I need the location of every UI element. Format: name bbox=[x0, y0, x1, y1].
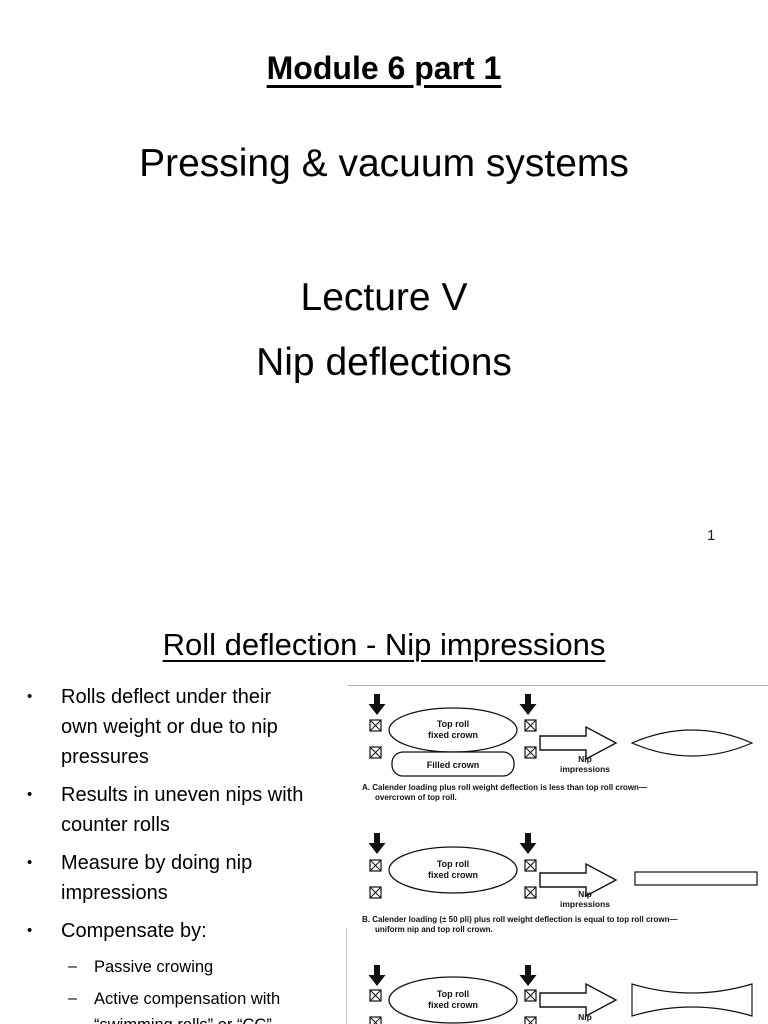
top-roll-label: Top roll bbox=[437, 859, 469, 869]
down-arrow-icon bbox=[519, 694, 537, 715]
list-item: • Compensate by: bbox=[20, 916, 352, 946]
down-arrow-icon bbox=[519, 833, 537, 854]
bearing-icon bbox=[369, 859, 382, 872]
figure-caption-a: A. Calender loading plus roll weight def… bbox=[362, 783, 647, 802]
bullet-list: • Rolls deflect under their own weight o… bbox=[20, 682, 352, 1024]
list-item: • Measure by doing nip impressions bbox=[20, 848, 352, 908]
bullet-marker: • bbox=[27, 786, 33, 803]
nip-impressions-figure: Top roll fixed crown Filled crown Nip im… bbox=[348, 685, 768, 1024]
nip-impressions-label: Nip bbox=[578, 889, 592, 899]
sub-bullet-text: Active compensation with “swimming rolls… bbox=[94, 990, 281, 1024]
overcrown-nip-shape bbox=[631, 983, 753, 1017]
bullet-text: Rolls deflect under their own weight or … bbox=[61, 686, 278, 768]
bottom-roll-label: Filled crown bbox=[427, 760, 480, 770]
down-arrow-icon bbox=[519, 965, 537, 986]
top-roll-label: fixed crown bbox=[428, 870, 478, 880]
nip-impressions-label: Nip bbox=[578, 754, 592, 764]
slide1-topic-line: Nip deflections bbox=[256, 341, 512, 384]
top-roll-shape bbox=[388, 976, 518, 1024]
bearing-icon bbox=[524, 1016, 537, 1024]
nip-impressions-label: impressions bbox=[560, 899, 610, 909]
bearing-icon bbox=[369, 746, 382, 759]
list-item: • Results in uneven nips with counter ro… bbox=[20, 780, 352, 840]
slide1-title: Module 6 part 1 bbox=[266, 50, 502, 86]
bearing-icon bbox=[369, 989, 382, 1002]
figure-caption-b: B. Calender loading (± 50 pli) plus roll… bbox=[362, 915, 678, 934]
slide1-subtitle: Pressing & vacuum systems bbox=[139, 142, 629, 185]
nip-impression-lens-shape bbox=[630, 729, 754, 757]
bearing-icon bbox=[524, 859, 537, 872]
diagram-a: Top roll fixed crown Filled crown Nip im… bbox=[368, 694, 754, 777]
sub-bullet-text: Passive crowing bbox=[94, 958, 214, 976]
top-roll-label: Top roll bbox=[437, 989, 469, 999]
down-arrow-icon bbox=[368, 965, 386, 986]
slide2-title: Roll deflection - Nip impressions bbox=[162, 627, 606, 662]
slide1-lecture-line: Lecture V bbox=[300, 276, 468, 319]
top-roll-label: fixed crown bbox=[428, 730, 478, 740]
bottom-roll-shape bbox=[391, 751, 515, 777]
bullet-marker: • bbox=[27, 688, 33, 705]
bullet-text: Measure by doing nip impressions bbox=[61, 852, 253, 904]
sub-list-item: – Passive crowing bbox=[66, 954, 352, 980]
scan-edge-line bbox=[346, 928, 347, 1024]
diagram-b: Top roll fixed crown Nip impressions bbox=[368, 833, 758, 909]
down-arrow-icon bbox=[368, 694, 386, 715]
top-roll-label: Top roll bbox=[437, 719, 469, 729]
sub-list-item: – Active compensation with “swimming rol… bbox=[66, 986, 352, 1024]
uniform-nip-shape bbox=[634, 871, 758, 886]
bearing-icon bbox=[524, 719, 537, 732]
nip-impressions-label: impressions bbox=[560, 764, 610, 774]
top-roll-label: fixed crown bbox=[428, 1000, 478, 1010]
dash-marker: – bbox=[68, 990, 77, 1007]
nip-label: Nip bbox=[578, 1012, 592, 1022]
bearing-icon bbox=[524, 746, 537, 759]
diagram-c: Top roll fixed crown Nip bbox=[368, 965, 753, 1024]
bearing-icon bbox=[369, 886, 382, 899]
bullet-marker: • bbox=[27, 922, 33, 939]
bearing-icon bbox=[524, 886, 537, 899]
top-roll-shape bbox=[388, 846, 518, 894]
bearing-icon bbox=[369, 1016, 382, 1024]
bearing-icon bbox=[524, 989, 537, 1002]
dash-marker: – bbox=[68, 958, 77, 975]
down-arrow-icon bbox=[368, 833, 386, 854]
bullet-marker: • bbox=[27, 854, 33, 871]
page-number: 1 bbox=[707, 527, 716, 544]
bearing-icon bbox=[369, 719, 382, 732]
bullet-text: Results in uneven nips with counter roll… bbox=[61, 784, 304, 836]
figure-drawing: Top roll fixed crown Filled crown Nip im… bbox=[368, 694, 758, 1024]
bullet-text: Compensate by: bbox=[61, 920, 207, 942]
list-item: • Rolls deflect under their own weight o… bbox=[20, 682, 352, 772]
